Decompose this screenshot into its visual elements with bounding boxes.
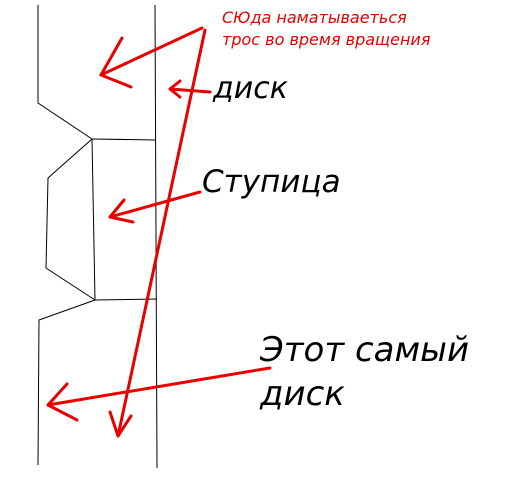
note-arrow-drum-head	[108, 410, 133, 438]
winding-note-line-2: трос во время вращения	[222, 30, 431, 49]
lower-disk-left-edge	[37, 299, 96, 466]
annotation-arrows	[46, 26, 272, 438]
same-disk-label: Этот самый диск	[260, 328, 469, 416]
hub-top-edge	[91, 138, 157, 141]
note-arrow-upper-disk-head	[99, 36, 133, 89]
hub-label: Ступица	[202, 164, 341, 200]
drum-right-edge	[154, 4, 158, 469]
same-disk-arrow	[46, 366, 272, 407]
same-disk-label-line-1: Этот самый	[260, 330, 470, 370]
winding-note-line-1: СЮда наматываеться	[222, 8, 407, 27]
upper-disk-left-edge	[37, 5, 93, 140]
same-disk-label-line-2: диск	[260, 374, 345, 414]
same-disk-arrow-head	[46, 382, 79, 422]
hub-arrow	[108, 190, 202, 219]
disk-arrow-head	[168, 79, 182, 99]
note-arrow-upper-disk	[99, 26, 204, 77]
disk-label: диск	[213, 71, 288, 106]
hub-arrow-head	[108, 198, 135, 224]
disk-arrow	[168, 87, 212, 94]
note-arrow-drum	[116, 28, 207, 438]
winding-note: СЮда наматываеться трос во время вращени…	[222, 7, 430, 51]
hub-outline	[45, 138, 96, 301]
part-outline	[37, 4, 158, 469]
